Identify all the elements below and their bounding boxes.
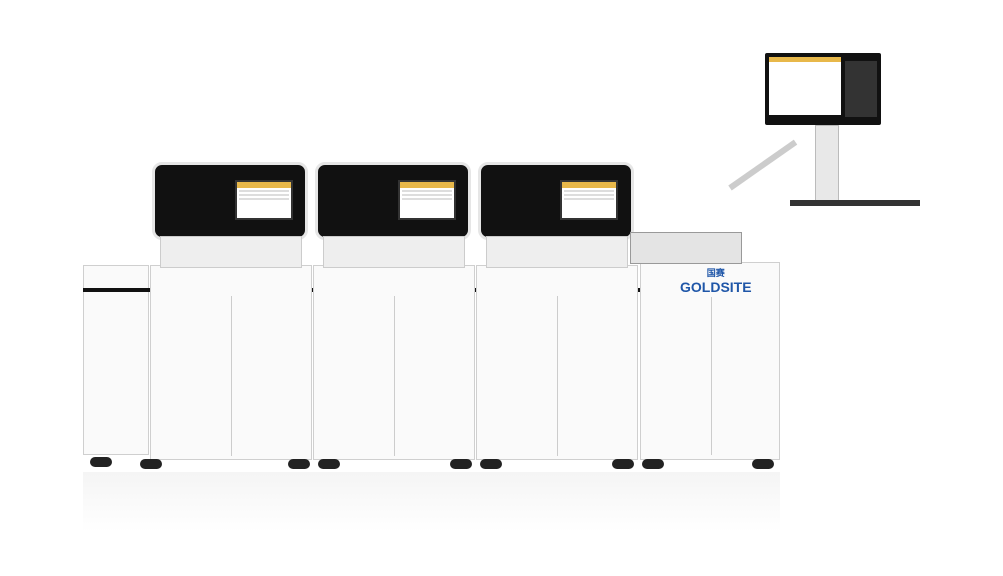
wheel xyxy=(288,459,310,469)
wheel xyxy=(642,459,664,469)
left-loader-cabinet xyxy=(83,265,149,455)
analyzer-module-3 xyxy=(476,265,638,460)
wheel xyxy=(752,459,774,469)
analyzer-module-2 xyxy=(313,265,475,460)
monitor xyxy=(765,53,881,125)
wheel xyxy=(140,459,162,469)
monitor-screen xyxy=(769,57,841,115)
monitor-arm xyxy=(728,139,798,191)
sample-loader-top xyxy=(630,232,742,264)
keyboard xyxy=(790,200,920,206)
wheel xyxy=(480,459,502,469)
module-base-3 xyxy=(486,236,628,268)
wheel xyxy=(318,459,340,469)
brand-logo: 国赛 GOLDSITE xyxy=(680,266,752,295)
control-module-cabinet xyxy=(640,262,780,460)
logo-en: GOLDSITE xyxy=(680,279,752,295)
floor-reflection xyxy=(83,472,780,532)
monitor-side-panel xyxy=(845,61,877,117)
analyzer-screen-1 xyxy=(235,180,293,220)
analyzer-screen-3 xyxy=(560,180,618,220)
module-base-2 xyxy=(323,236,465,268)
analyzer-screen-2 xyxy=(398,180,456,220)
wheel xyxy=(450,459,472,469)
module-base-1 xyxy=(160,236,302,268)
wheel xyxy=(612,459,634,469)
analyzer-module-1 xyxy=(150,265,312,460)
monitor-stand xyxy=(815,125,839,202)
logo-cn: 国赛 xyxy=(706,268,725,278)
wheel xyxy=(90,457,112,467)
